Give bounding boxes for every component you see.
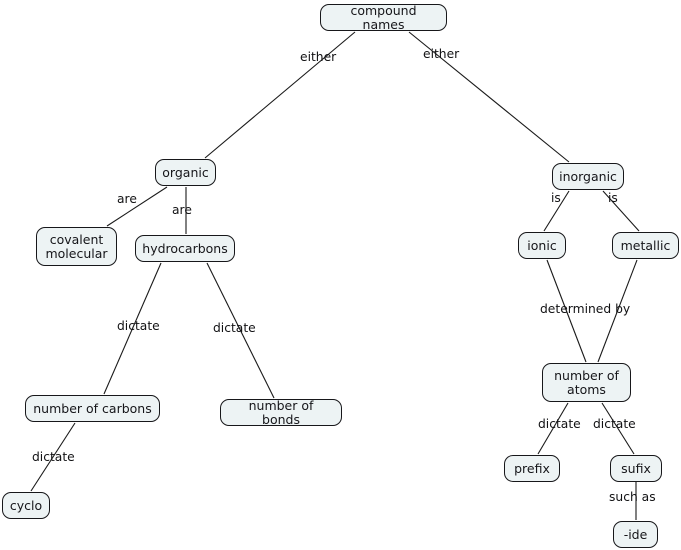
edge-label-number-of-atoms-to-prefix: dictate bbox=[538, 417, 581, 431]
edge-label-organic-to-hydrocarbons: are bbox=[172, 203, 192, 217]
edge-ionic-to-number-of-atoms bbox=[546, 259, 587, 363]
node-cyclo[interactable]: cyclo bbox=[2, 492, 50, 519]
edge-label-ionic-to-number-of-atoms: determined by bbox=[540, 302, 631, 316]
node-ide[interactable]: -ide bbox=[613, 521, 658, 548]
edge-label-organic-to-covalent-molecular: are bbox=[117, 192, 137, 206]
edge-metallic-to-number-of-atoms bbox=[597, 259, 638, 363]
edge-hydrocarbons-to-number-of-carbons bbox=[103, 262, 162, 395]
edge-inorganic-to-ionic bbox=[543, 190, 570, 232]
edge-number-of-atoms-to-prefix bbox=[537, 402, 569, 455]
edge-label-inorganic-to-metallic: is bbox=[608, 191, 618, 205]
node-sufix[interactable]: sufix bbox=[610, 455, 662, 482]
edge-number-of-atoms-to-sufix bbox=[601, 402, 635, 455]
edge-label-compound-names-to-organic: either bbox=[300, 50, 337, 64]
edge-inorganic-to-metallic bbox=[602, 190, 640, 232]
node-number-of-bonds[interactable]: number of bonds bbox=[220, 398, 342, 426]
edge-organic-to-covalent-molecular bbox=[106, 186, 168, 227]
node-number-of-carbons[interactable]: number of carbons bbox=[25, 395, 160, 422]
node-prefix[interactable]: prefix bbox=[504, 455, 560, 482]
node-inorganic[interactable]: inorganic bbox=[552, 163, 624, 190]
edge-label-number-of-carbons-to-cyclo: dictate bbox=[32, 450, 75, 464]
edge-compound-names-to-inorganic bbox=[408, 31, 570, 163]
node-compound-names[interactable]: compound names bbox=[320, 3, 447, 31]
node-metallic[interactable]: metallic bbox=[612, 232, 679, 259]
edge-label-hydrocarbons-to-number-of-bonds: dictate bbox=[213, 321, 256, 335]
edge-label-number-of-atoms-to-sufix: dictate bbox=[593, 417, 636, 431]
edge-label-compound-names-to-inorganic: either bbox=[423, 47, 460, 61]
edge-label-hydrocarbons-to-number-of-carbons: dictate bbox=[117, 319, 160, 333]
node-covalent-molecular[interactable]: covalent molecular bbox=[36, 227, 117, 266]
edge-label-sufix-to-ide: such as bbox=[609, 490, 656, 504]
node-organic[interactable]: organic bbox=[155, 159, 216, 186]
node-ionic[interactable]: ionic bbox=[518, 232, 566, 259]
node-hydrocarbons[interactable]: hydrocarbons bbox=[135, 235, 235, 262]
edge-compound-names-to-organic bbox=[204, 31, 356, 159]
node-number-of-atoms[interactable]: number of atoms bbox=[542, 363, 631, 402]
edge-label-inorganic-to-ionic: is bbox=[551, 191, 561, 205]
edge-hydrocarbons-to-number-of-bonds bbox=[206, 262, 275, 399]
edge-number-of-carbons-to-cyclo bbox=[30, 422, 76, 492]
